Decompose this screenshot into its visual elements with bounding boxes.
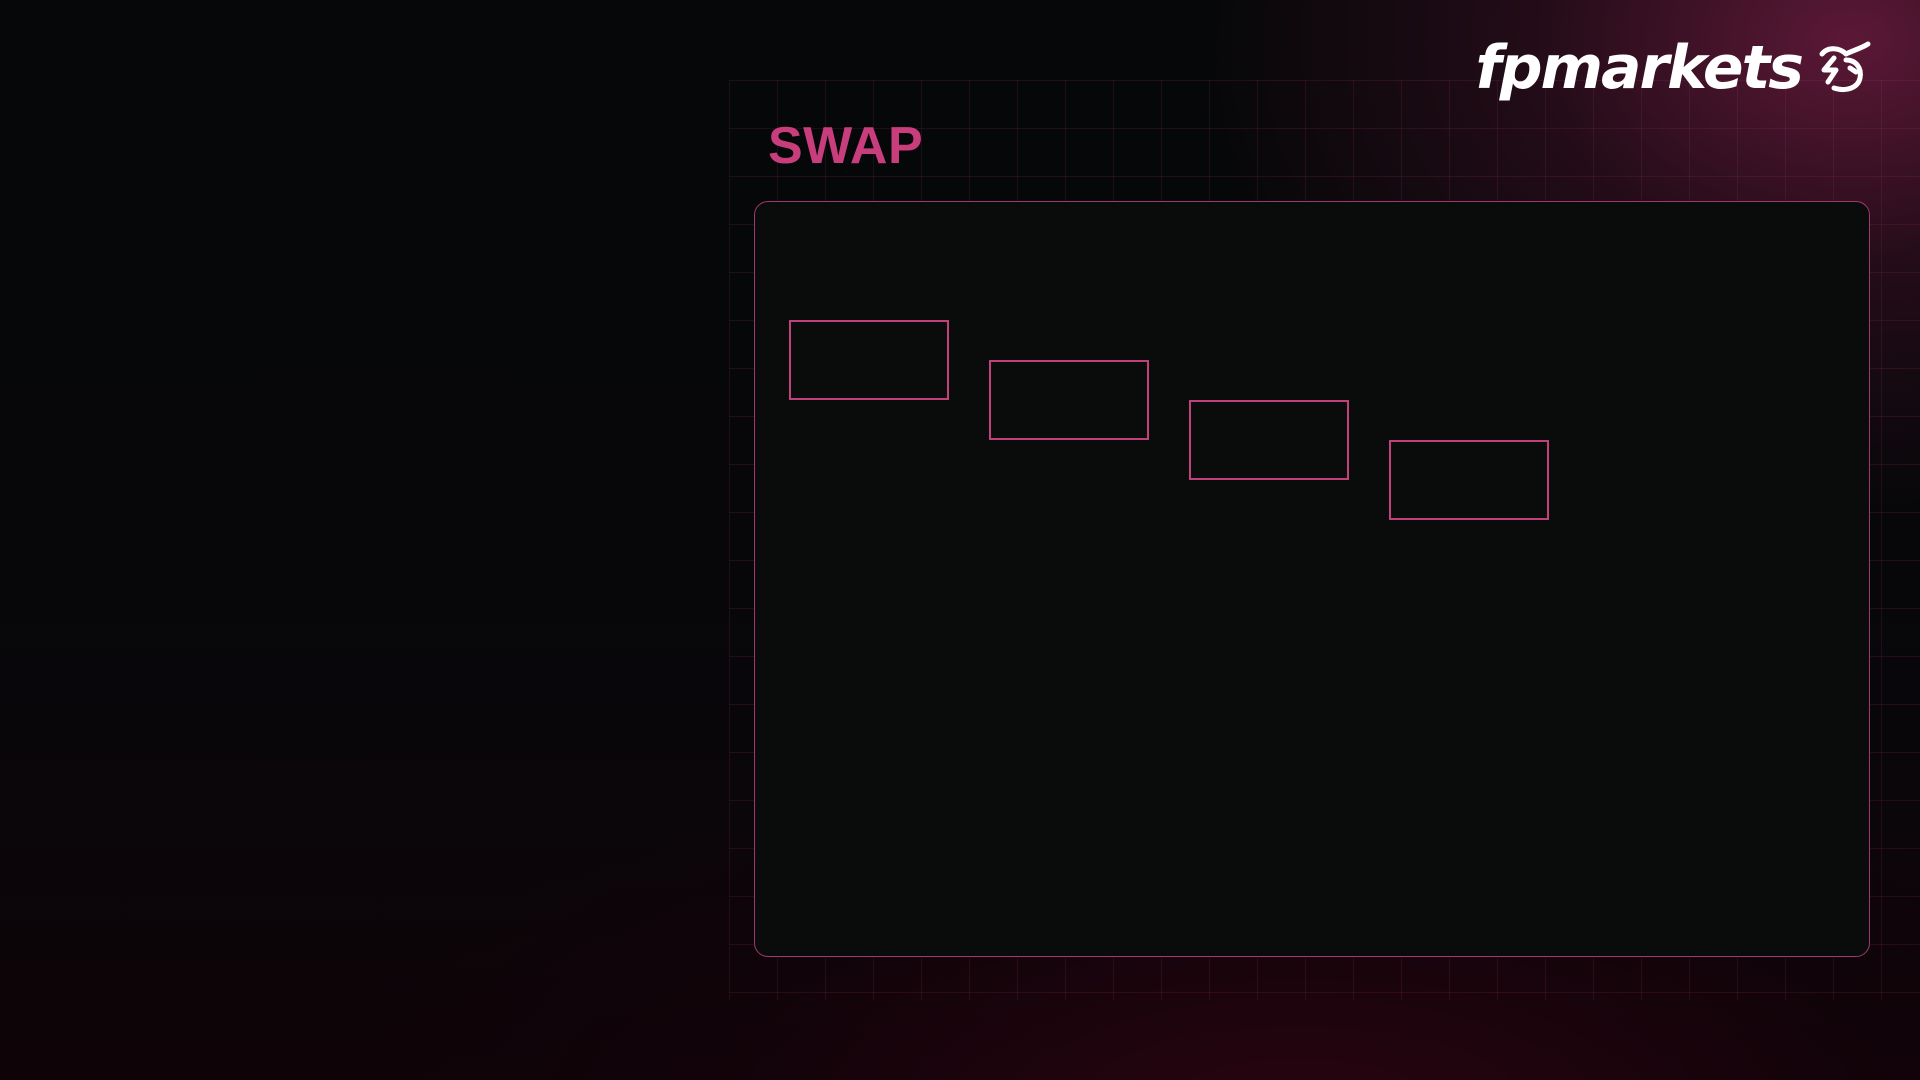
brand-logo: fpmarkets (1475, 38, 1872, 98)
step-box-3 (1189, 400, 1349, 480)
step-box-1 (789, 320, 949, 400)
content-panel (754, 201, 1870, 957)
step-box-2 (989, 360, 1149, 440)
page-title: SWAP (768, 117, 924, 175)
step-box-4 (1389, 440, 1549, 520)
brand-wordmark: fpmarkets (1475, 33, 1804, 103)
bull-icon (1819, 41, 1871, 93)
